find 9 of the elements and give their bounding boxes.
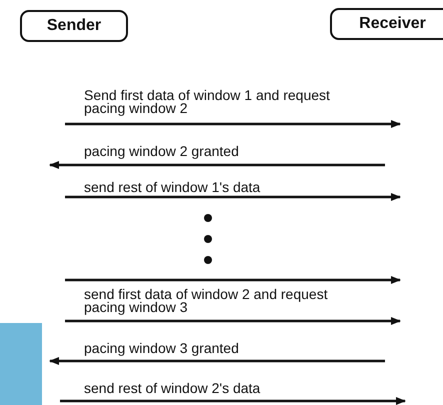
message-label: send rest of window 1's data: [84, 181, 262, 194]
message-label: send first data of window 2 and request pacing window 3: [84, 288, 329, 314]
message-label: pacing window 3 granted: [84, 342, 240, 355]
participant-box: Sender: [20, 10, 128, 42]
participant-box: Receiver: [330, 8, 443, 40]
color-block: [0, 323, 42, 405]
message-label: pacing window 2 granted: [84, 145, 240, 158]
message-label: Send first data of window 1 and request pacing window 2: [84, 89, 331, 115]
message-label: send rest of window 2's data: [84, 382, 262, 395]
